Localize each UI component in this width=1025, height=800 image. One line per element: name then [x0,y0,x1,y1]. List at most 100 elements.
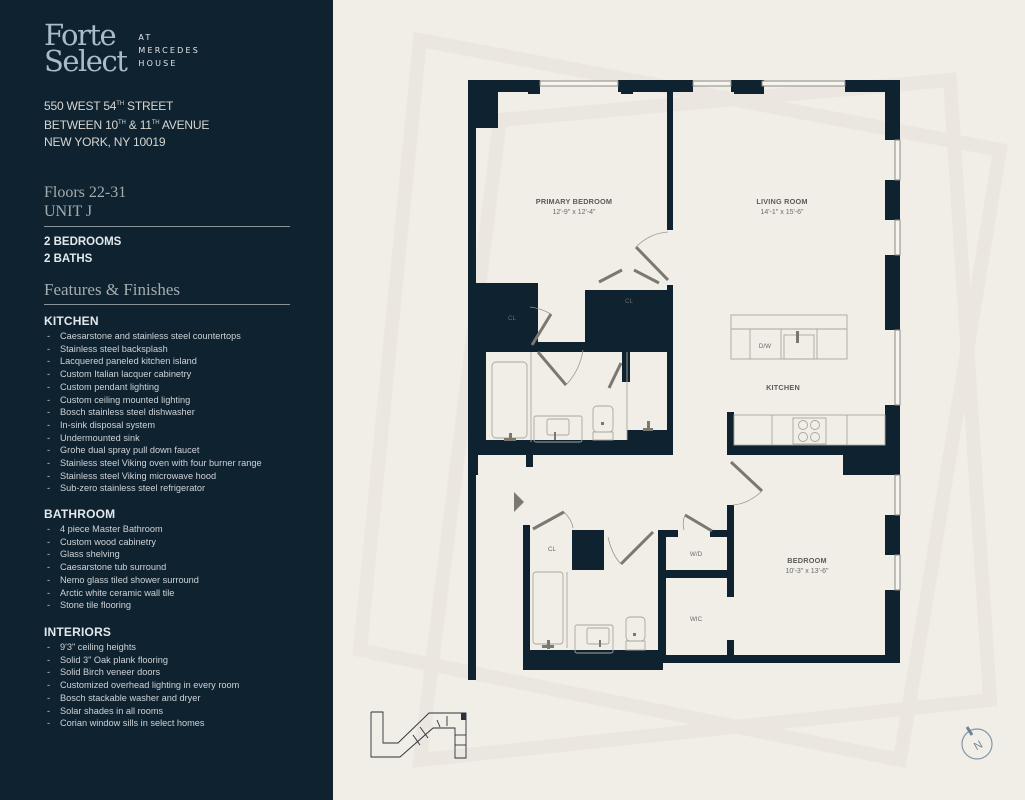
feature-item: -Stainless steel Viking oven with four b… [44,457,262,470]
feature-text: Stone tile flooring [60,600,131,611]
feature-item: -Solid Birch veneer doors [44,666,239,679]
feature-item: -Solid 3" Oak plank flooring [44,654,239,667]
address: 550 WEST 54TH STREET BETWEEN 10TH & 11TH… [44,96,209,151]
bullet-dash: - [47,692,51,703]
feature-item: -4 piece Master Bathroom [44,523,199,536]
feature-text: Customized overhead lighting in every ro… [60,680,240,691]
closet-label: CL [548,546,557,553]
feature-item: -Sub-zero stainless steel refrigerator [44,482,262,495]
address-line-3: NEW YORK, NY 10019 [44,135,166,149]
feature-list: -4 piece Master Bathroom-Custom wood cab… [44,523,199,612]
unit-summary: 2 BEDROOMS 2 BATHS [44,234,121,267]
feature-text: Sub-zero stainless steel refrigerator [60,483,206,494]
closet-label: CL [625,298,634,305]
bullet-dash: - [47,356,51,367]
feature-text: Solid 3" Oak plank flooring [60,654,168,665]
feature-item: -Caesarstone and stainless steel counter… [44,330,262,343]
feature-text: Custom Italian lacquer cabinetry [60,369,192,380]
feature-text: Stainless steel backsplash [60,343,168,354]
feature-item: -Stainless steel Viking microwave hood [44,470,262,483]
divider [44,226,290,227]
bullet-dash: - [47,331,51,341]
bullet-dash: - [47,483,51,494]
walk-in-closet-label: WIC [690,616,703,623]
logo-sub-line-1: AT [138,32,153,42]
unit-heading: Floors 22-31 UNIT J [44,183,126,221]
brand-logo: Forte Select AT MERCEDES HOUSE [44,18,201,78]
feature-item: -Bosch stainless steel dishwasher [44,406,262,419]
room-label-bedroom: BEDROOM [787,556,827,565]
features-title: Features & Finishes [44,280,180,299]
feature-item: -In-sink disposal system [44,419,262,432]
features-kitchen: KITCHEN -Caesarstone and stainless steel… [44,314,262,495]
feature-item: -Arctic white ceramic wall tile [44,587,199,600]
feature-list: -Caesarstone and stainless steel counter… [44,330,262,495]
room-dims-living-room: 14'-1" x 15'-6" [760,209,804,216]
bath-count: 2 BATHS [44,252,93,265]
feature-text: Custom wood cabinetry [60,536,157,547]
feature-item: -Custom ceiling mounted lighting [44,394,262,407]
washer-dryer-label: W/D [690,551,703,558]
logo-sub-line-3: HOUSE [138,58,178,68]
bullet-dash: - [47,524,51,534]
walls [468,80,900,680]
dishwasher-label: D/W [759,343,771,350]
logo-line-2: Select [44,44,128,78]
feature-text: Undermounted sink [60,432,140,443]
feature-text: Grohe dual spray pull down faucet [60,445,200,456]
feature-text: Custom ceiling mounted lighting [60,394,191,405]
feature-text: Lacquered paneled kitchen island [60,356,197,367]
floors-label: Floors 22-31 [44,184,127,201]
bullet-dash: - [47,343,51,354]
feature-text: Stainless steel Viking oven with four bu… [60,458,262,469]
feature-item: -Solar shades in all rooms [44,705,239,718]
address-line-1: 550 WEST 54TH STREET [44,99,174,113]
floor-plan: PRIMARY BEDROOM 12'-9" x 12'-4" LIVING R… [333,0,1025,800]
features-interiors: INTERIORS -9'3" ceiling heights-Solid 3"… [44,625,239,730]
logo-sub-line-2: MERCEDES [138,45,201,55]
bullet-dash: - [47,394,51,405]
bedroom-count: 2 BEDROOMS [44,236,122,248]
address-line-2: BETWEEN 10TH & 11TH AVENUE [44,118,210,132]
bullet-dash: - [47,432,51,443]
room-label-kitchen: KITCHEN [766,383,800,392]
feature-item: -Custom Italian lacquer cabinetry [44,368,262,381]
unit-name: UNIT J [44,203,93,220]
feature-text: Stainless steel Viking microwave hood [60,470,217,481]
divider [44,304,290,305]
feature-list: -9'3" ceiling heights-Solid 3" Oak plank… [44,641,239,730]
feature-item: -Undermounted sink [44,432,262,445]
bullet-dash: - [47,458,51,469]
feature-text: Arctic white ceramic wall tile [60,587,175,598]
bullet-dash: - [47,642,51,652]
bullet-dash: - [47,654,51,665]
feature-item: -Glass shelving [44,548,199,561]
logo-line-1: Forte [44,18,117,52]
bullet-dash: - [47,562,51,573]
feature-text: Nemo glass tiled shower surround [60,574,199,585]
bullet-dash: - [47,381,51,392]
section-heading: KITCHEN [44,314,99,328]
feature-item: -Corian window sills in select homes [44,717,239,730]
feature-text: Caesarstone and stainless steel countert… [60,331,241,341]
bullet-dash: - [47,549,51,560]
bullet-dash: - [47,574,51,585]
feature-item: -Nemo glass tiled shower surround [44,574,199,587]
feature-text: Bosch stainless steel dishwasher [60,407,195,418]
bullet-dash: - [47,680,51,691]
bullet-dash: - [47,600,51,611]
feature-item: -Grohe dual spray pull down faucet [44,444,262,457]
feature-item: -Customized overhead lighting in every r… [44,679,239,692]
feature-item: -Stone tile flooring [44,599,199,612]
section-heading: BATHROOM [44,507,116,521]
feature-text: In-sink disposal system [60,419,155,430]
svg-text:N: N [972,739,985,753]
bullet-dash: - [47,419,51,430]
compass-icon: N [961,726,993,760]
feature-item: -Custom pendant lighting [44,381,262,394]
features-bathroom: BATHROOM -4 piece Master Bathroom-Custom… [44,507,199,612]
section-heading: INTERIORS [44,625,112,639]
bullet-dash: - [47,369,51,380]
feature-item: -Bosch stackable washer and dryer [44,692,239,705]
room-dims-bedroom: 10'-3" x 13'-6" [785,568,829,575]
